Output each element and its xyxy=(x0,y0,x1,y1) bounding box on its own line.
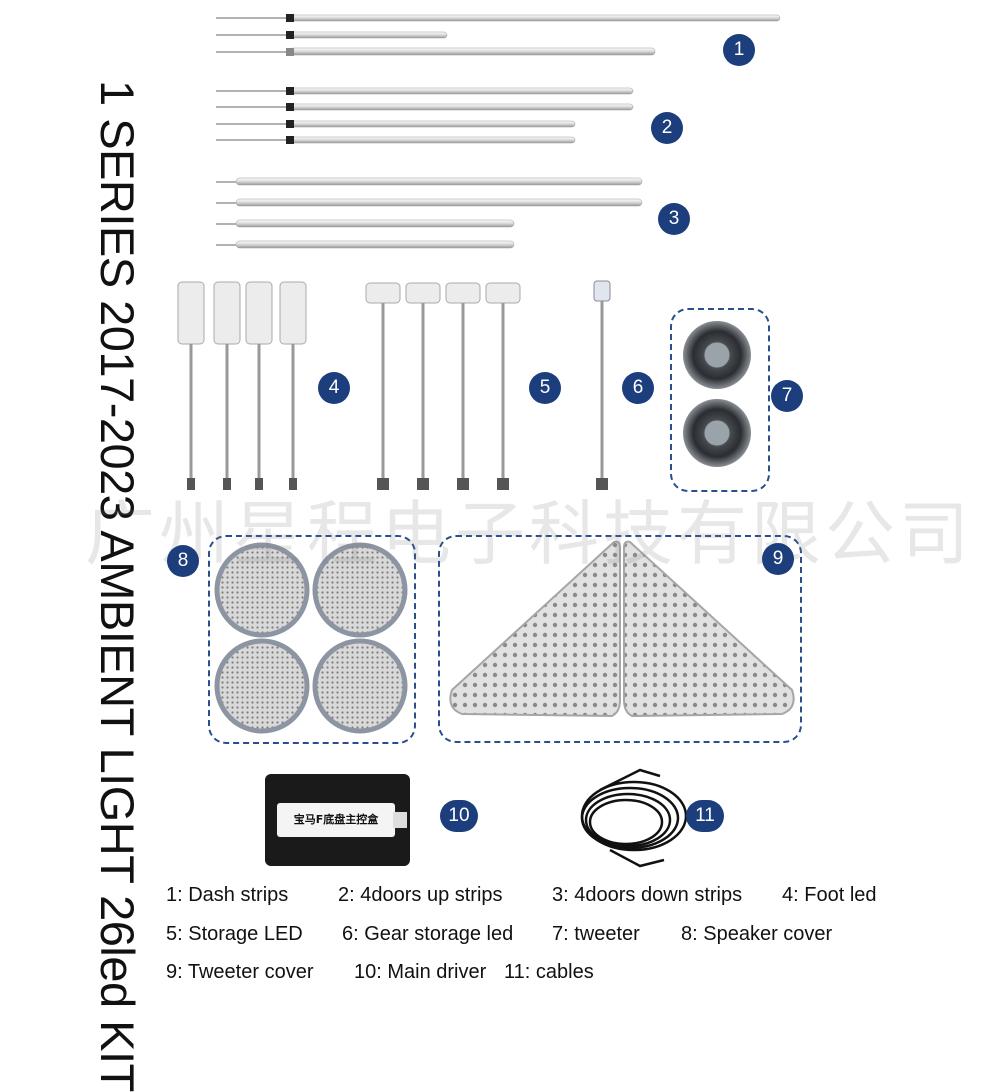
badge-7: 7 xyxy=(771,380,803,412)
badge-11: 11 xyxy=(686,800,724,832)
badge-6: 6 xyxy=(622,372,654,404)
cables xyxy=(580,768,688,868)
tweeters xyxy=(683,321,751,467)
tweeter-covers xyxy=(449,540,795,718)
main-driver: 宝马F底盘主控盒 xyxy=(265,774,410,866)
caption-dash-strips: 1: Dash strips xyxy=(166,884,289,906)
caption-main-driver: 10: Main driver xyxy=(354,961,487,983)
foot-leds xyxy=(177,281,307,490)
door-up-strips xyxy=(216,87,634,144)
product-illustration xyxy=(177,14,795,868)
caption-speaker-cover: 8: Speaker cover xyxy=(681,923,833,945)
storage-leds xyxy=(365,282,521,490)
badge-8: 8 xyxy=(167,545,199,577)
badge-3: 3 xyxy=(658,203,690,235)
connector-icon xyxy=(393,812,407,828)
tweeter-cover-box xyxy=(438,535,802,743)
badge-9: 9 xyxy=(762,543,794,575)
caption-gear-storage-led: 6: Gear storage led xyxy=(342,923,514,945)
caption-down-strips: 3: 4doors down strips xyxy=(552,884,743,906)
badge-5: 5 xyxy=(529,372,561,404)
tweeter-box xyxy=(670,308,770,492)
caption-up-strips: 2: 4doors up strips xyxy=(338,884,503,906)
badge-4: 4 xyxy=(318,372,350,404)
main-driver-label: 宝马F底盘主控盒 xyxy=(277,803,395,837)
badge-10: 10 xyxy=(440,800,478,832)
badge-1: 1 xyxy=(723,34,755,66)
caption-storage-led: 5: Storage LED xyxy=(166,923,303,945)
caption-foot-led: 4: Foot led xyxy=(782,884,877,906)
speaker-cover-box xyxy=(208,535,416,744)
gear-storage-led xyxy=(593,280,611,490)
caption-tweeter: 7: tweeter xyxy=(552,923,640,945)
caption-cables: 11: cables xyxy=(504,961,594,983)
badge-2: 2 xyxy=(651,112,683,144)
caption-tweeter-cover: 9: Tweeter cover xyxy=(166,961,314,983)
watermark: 广州星程电子科技有限公司 xyxy=(85,493,973,575)
door-down-strips xyxy=(216,177,643,249)
dash-strips xyxy=(216,14,781,56)
speaker-covers xyxy=(214,542,408,734)
